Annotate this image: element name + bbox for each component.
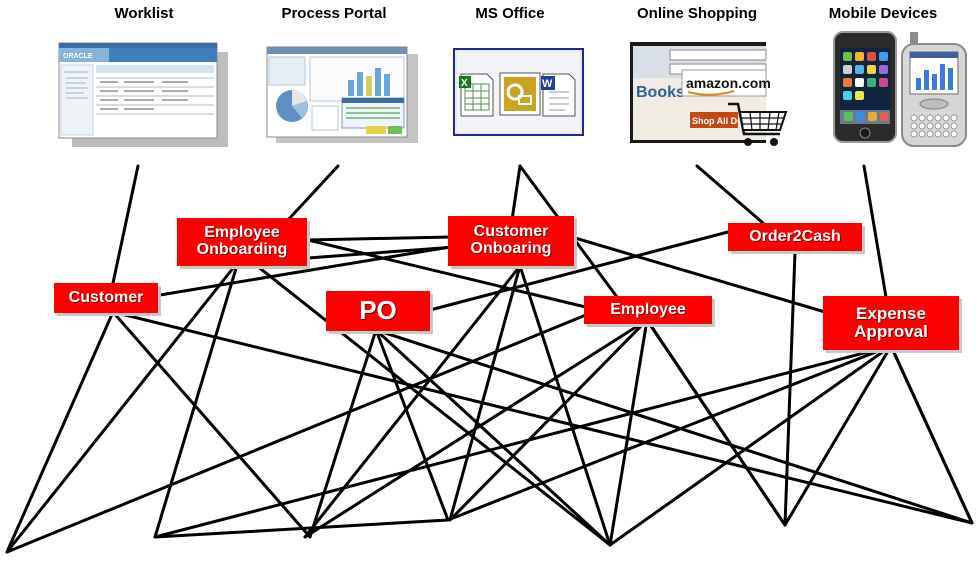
amazon-logo: amazon.com xyxy=(686,75,771,91)
process-node-po: PO xyxy=(326,291,430,331)
channel-label-ms-office: MS Office xyxy=(475,5,545,22)
channel-label-worklist: Worklist xyxy=(114,5,174,22)
connector-line xyxy=(153,344,893,539)
process-portal-screenshot-icon xyxy=(266,46,418,143)
connector-line xyxy=(695,164,765,225)
worklist-screenshot-icon: ORACLE xyxy=(58,42,228,147)
process-node-employee-onboarding: Employee Onboarding xyxy=(177,218,307,266)
connector-line xyxy=(111,164,140,285)
channel-label-online-shopping: Online Shopping xyxy=(637,5,757,22)
process-node-order2cash: Order2Cash xyxy=(728,223,862,251)
connector-line xyxy=(158,245,452,297)
svg-text:W: W xyxy=(542,78,553,90)
connector-line xyxy=(510,164,522,222)
svg-text:X: X xyxy=(461,78,468,89)
worklist-logo: ORACLE xyxy=(63,53,93,60)
connector-line xyxy=(306,238,600,312)
shopping-banner-text: Books xyxy=(636,84,685,101)
channel-label-mobile-devices: Mobile Devices xyxy=(828,5,938,22)
process-node-expense-approval: Expense Approval xyxy=(823,296,959,350)
connector-line xyxy=(446,344,893,522)
connector-line xyxy=(5,260,974,554)
mobile-devices-icon xyxy=(833,31,967,147)
connector-line xyxy=(286,164,340,222)
excel-icon: X xyxy=(459,73,494,117)
connector-line xyxy=(645,318,787,527)
connector-line xyxy=(573,236,827,314)
outlook-icon xyxy=(499,72,541,116)
process-node-customer-onboarding: Customer Onboaring xyxy=(448,216,574,266)
connector-line xyxy=(303,318,649,547)
connector-line xyxy=(5,308,600,554)
palm-treo-icon xyxy=(901,32,967,147)
connector-line xyxy=(303,264,522,539)
connector-line xyxy=(250,260,612,547)
word-icon: W xyxy=(541,73,576,117)
amazon-cta-text: Shop All De xyxy=(692,116,742,126)
connector-line xyxy=(5,250,974,554)
connector-line xyxy=(428,230,730,312)
channel-label-process-portal: Process Portal xyxy=(281,5,387,22)
shopping-cart-icon xyxy=(728,102,788,146)
process-node-customer: Customer xyxy=(54,283,158,313)
amazon-screenshot-icon: Books amazon.com Shop All De xyxy=(630,42,788,146)
ms-office-icons: X W xyxy=(453,48,584,136)
connector-line xyxy=(306,235,452,242)
connector-line xyxy=(862,164,888,299)
iphone-icon xyxy=(833,31,897,143)
process-node-employee: Employee xyxy=(584,296,712,324)
